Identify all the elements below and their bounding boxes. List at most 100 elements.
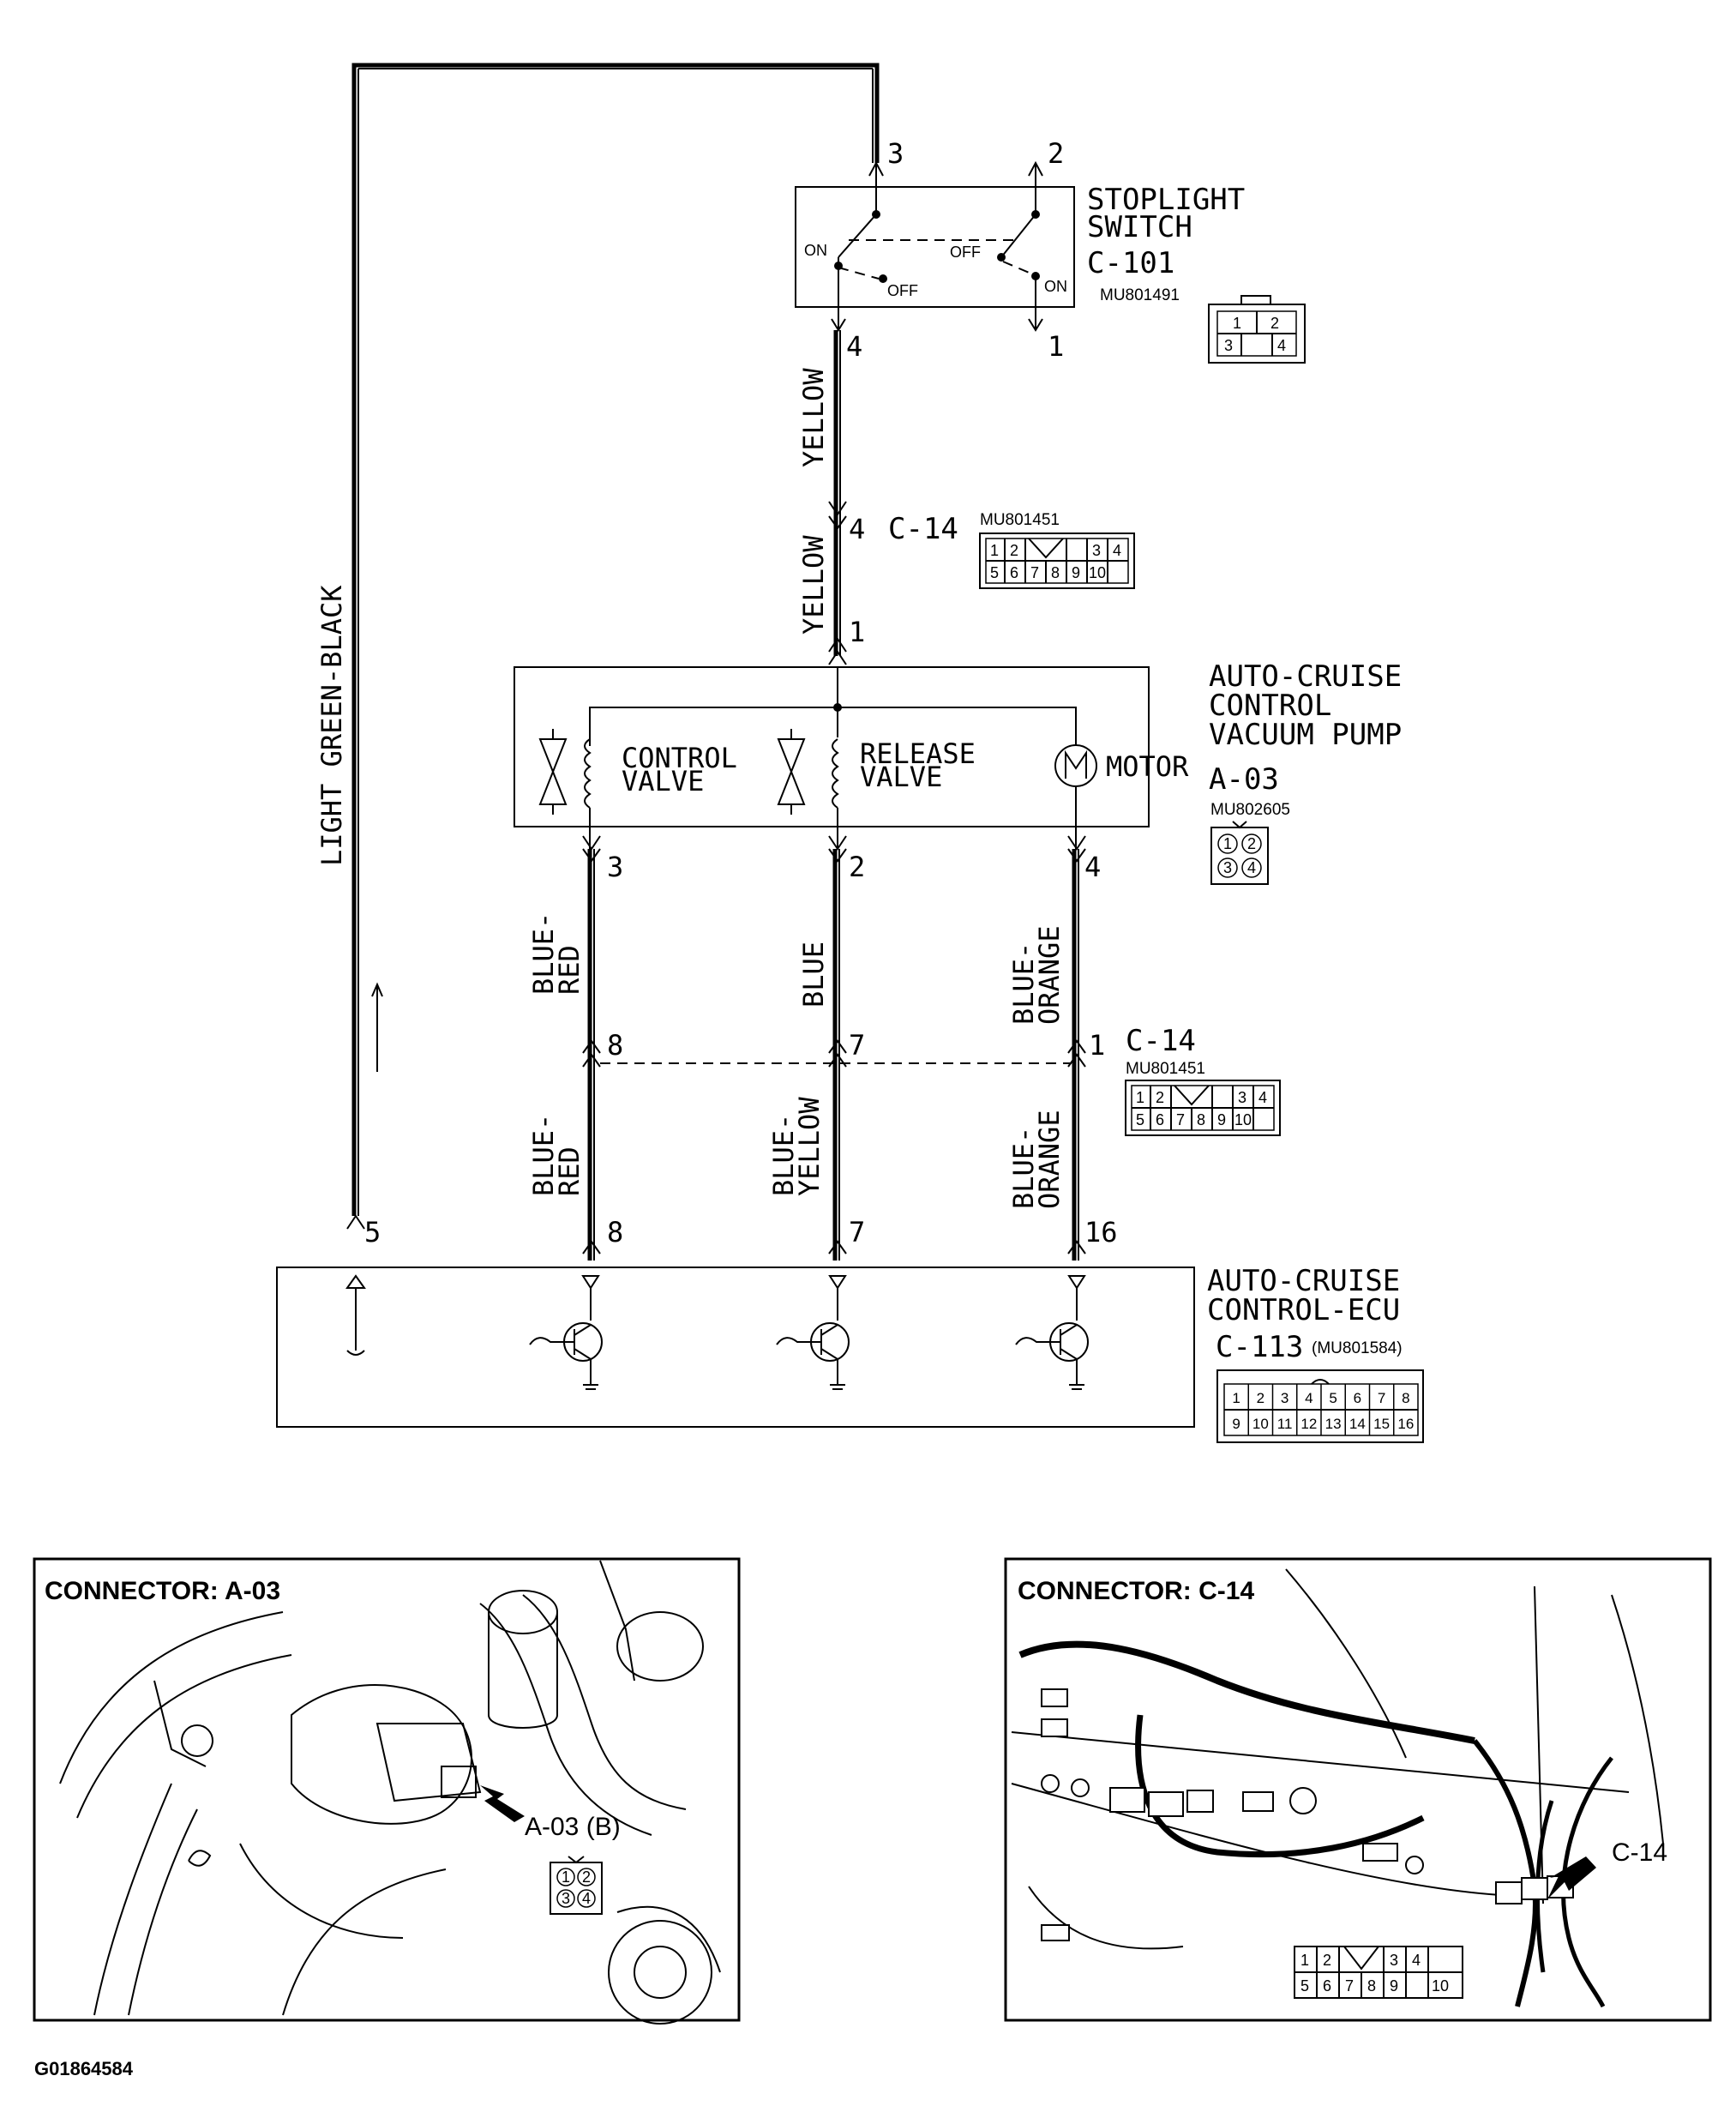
callout-arrow-icon — [1547, 1856, 1596, 1899]
svg-text:2: 2 — [1270, 315, 1279, 332]
panel-a03-connector-face: 1 2 3 4 — [550, 1856, 603, 1915]
release-valve-label-1: RELEASE — [860, 737, 976, 770]
pin-1: 1 — [1048, 330, 1064, 363]
wire-label-blue-yellow-lower-2: YELLOW — [793, 1097, 826, 1196]
wire-label-light-green-black: LIGHT GREEN-BLACK — [315, 585, 348, 866]
connector-cell-label: 5 — [1329, 1390, 1337, 1406]
svg-text:8: 8 — [1051, 564, 1060, 581]
release-valve-icon — [777, 729, 806, 815]
svg-text:2: 2 — [1247, 835, 1256, 852]
engine-bay-illustration — [59, 1560, 721, 2025]
svg-text:3: 3 — [1092, 542, 1101, 559]
ecu-title-1: AUTO-CRUISE — [1207, 1264, 1400, 1298]
svg-text:3: 3 — [1390, 1952, 1398, 1969]
wire-label-blue-red-upper-1: BLUE- — [527, 912, 560, 995]
transistor-icon — [529, 1275, 603, 1390]
stoplight-switch-part-no: MU801491 — [1100, 286, 1180, 304]
connector-cell-label: 16 — [1397, 1416, 1414, 1432]
wire-label-blue-upper: BLUE — [797, 942, 830, 1008]
wire-label-blue-orange-upper-1: BLUE- — [1007, 942, 1040, 1025]
panel-c14-callout: C-14 — [1612, 1838, 1667, 1867]
connector-face-c14-upper: 1 2 3 4 5 6 7 8 9 10 — [979, 533, 1135, 589]
svg-text:3: 3 — [1238, 1089, 1246, 1106]
ecu-part-no: (MU801584) — [1312, 1339, 1403, 1357]
connector-cell-label: 3 — [1281, 1390, 1288, 1406]
svg-text:2: 2 — [1156, 1089, 1164, 1106]
wire-blue-orange: 4 BLUE- ORANGE BLUE- ORANGE — [1007, 835, 1101, 1261]
connector-cell-label: 4 — [1305, 1390, 1313, 1406]
connector-cell-label: 2 — [1257, 1390, 1264, 1406]
stoplight-switch-box — [795, 186, 1075, 308]
connector-cell-label: 6 — [1354, 1390, 1361, 1406]
pump-pin-3: 3 — [607, 851, 623, 883]
connector-face-c101: 1 2 3 4 — [1208, 295, 1306, 364]
connector-cell-label: 12 — [1300, 1416, 1317, 1432]
svg-text:8: 8 — [1197, 1111, 1205, 1128]
svg-text:4: 4 — [582, 1890, 591, 1907]
connector-face-c14-lower: 1 2 3 4 5 6 7 8 9 10 — [1125, 1080, 1281, 1136]
wire-light-green-black: LIGHT GREEN-BLACK — [315, 63, 880, 1216]
pump-pin-4: 4 — [1084, 851, 1101, 883]
svg-text:7: 7 — [1345, 1977, 1354, 1995]
svg-text:7: 7 — [1030, 564, 1039, 581]
svg-text:7: 7 — [1176, 1111, 1185, 1128]
control-valve-label-2: VALVE — [622, 765, 704, 797]
switch-state-off-bottom: OFF — [887, 282, 918, 299]
c14-upper-pin-4: 4 — [849, 513, 865, 545]
stoplight-switch-connector: C-101 — [1087, 246, 1174, 280]
pin-3: 3 — [887, 137, 904, 170]
connector-cell-label: 9 — [1232, 1416, 1240, 1432]
panel-connector-c14: CONNECTOR: C-14 — [1004, 1557, 1712, 2022]
svg-text:5: 5 — [1136, 1111, 1144, 1128]
svg-text:9: 9 — [1390, 1977, 1398, 1995]
vacuum-pump-title-2: CONTROL — [1209, 689, 1331, 723]
switch-state-on-right: ON — [1044, 278, 1067, 295]
panel-a03-callout: A-03 (B) — [525, 1813, 621, 1841]
svg-text:2: 2 — [1010, 542, 1018, 559]
connector-cell-label: 13 — [1325, 1416, 1342, 1432]
vacuum-pump: CONTROL VALVE RELEASE VALVE MOTOR AUTO-C… — [514, 659, 1402, 885]
transistor-icon — [776, 1275, 850, 1390]
control-valve-icon — [538, 729, 568, 815]
release-valve-label-2: VALVE — [860, 761, 942, 793]
pin-4: 4 — [846, 330, 862, 363]
connector-cell-label: 7 — [1378, 1390, 1385, 1406]
stoplight-switch-title-2: SWITCH — [1087, 210, 1192, 244]
c14-lower-pin-8: 8 — [607, 1029, 623, 1062]
svg-text:9: 9 — [1072, 564, 1080, 581]
transistor-icon — [1015, 1275, 1089, 1390]
svg-text:8: 8 — [1367, 1977, 1376, 1995]
connector-cell-label: 1 — [1232, 1390, 1240, 1406]
ecu-connector: C-113 — [1216, 1330, 1303, 1364]
svg-text:6: 6 — [1010, 564, 1018, 581]
panel-a03-title: CONNECTOR: A-03 — [45, 1577, 280, 1605]
ecu-pin-5: 5 — [364, 1216, 381, 1249]
wire-label-yellow-upper: YELLOW — [797, 368, 830, 467]
motor-icon — [1054, 744, 1097, 787]
svg-text:1: 1 — [990, 542, 999, 559]
panel-c14-title: CONNECTOR: C-14 — [1018, 1577, 1254, 1605]
ecu-pin-16: 16 — [1084, 1216, 1118, 1249]
svg-text:5: 5 — [990, 564, 999, 581]
connector-c14-upper: 4 C-14 MU801451 1 1 2 3 4 5 6 7 8 9 10 — [849, 511, 1135, 648]
connector-c14-lower: 8 7 1 C-14 MU801451 1 2 3 4 5 6 7 8 9 10 — [600, 1024, 1281, 1136]
connector-cell-label: 15 — [1373, 1416, 1390, 1432]
svg-text:4: 4 — [1247, 859, 1256, 876]
svg-text:1: 1 — [1233, 315, 1241, 332]
svg-text:3: 3 — [562, 1890, 570, 1907]
connector-cell-label: 14 — [1349, 1416, 1366, 1432]
wire-label-blue-orange-upper-2: ORANGE — [1033, 925, 1066, 1025]
stoplight-switch: ON OFF OFF ON 3 2 4 1 STOPLIGHT SWITCH C… — [795, 137, 1306, 364]
c14-upper-part-no: MU801451 — [980, 511, 1060, 529]
svg-text:10: 10 — [1234, 1111, 1252, 1128]
svg-text:5: 5 — [1300, 1977, 1309, 1995]
svg-text:2: 2 — [1323, 1952, 1331, 1969]
wire-label-blue-orange-lower-1: BLUE- — [1007, 1127, 1040, 1209]
svg-text:1: 1 — [562, 1868, 570, 1886]
wire-blue-red: 3 BLUE- RED BLUE- RED — [527, 835, 623, 1261]
vacuum-pump-title-3: VACUUM PUMP — [1209, 718, 1402, 752]
ecu-pin-8: 8 — [607, 1216, 623, 1249]
svg-text:6: 6 — [1323, 1977, 1331, 1995]
svg-text:4: 4 — [1258, 1089, 1267, 1106]
wire-label-blue-red-lower-1: BLUE- — [527, 1114, 560, 1196]
